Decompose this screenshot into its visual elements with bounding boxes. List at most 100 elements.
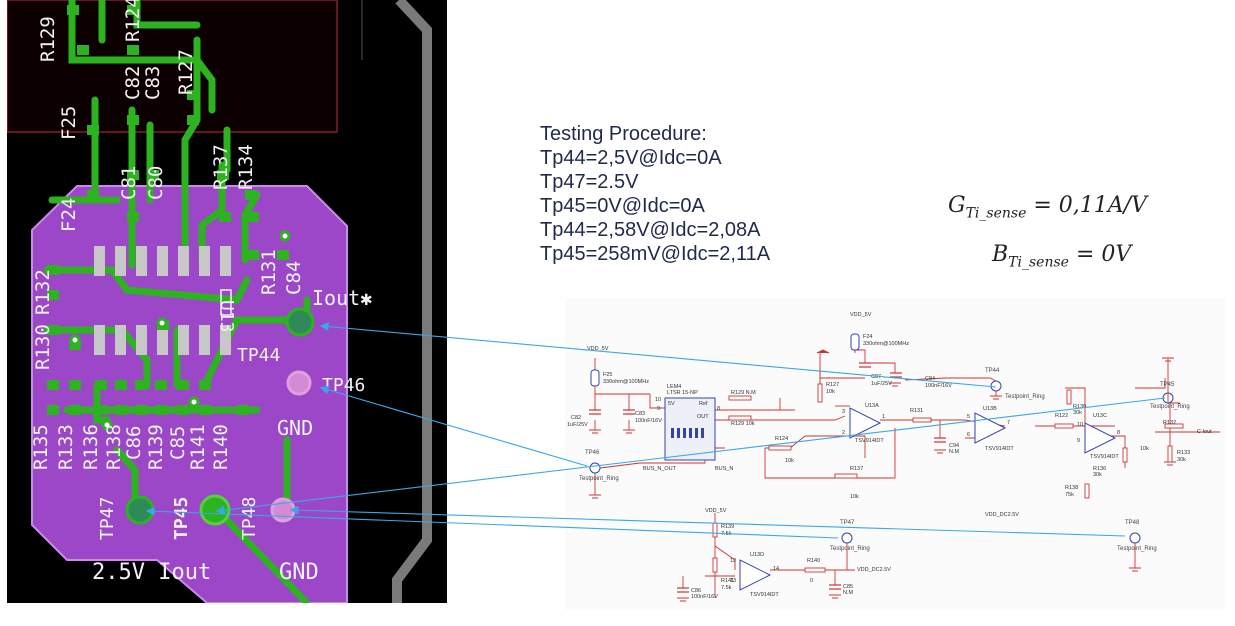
label-tp48: TP48 xyxy=(239,496,260,540)
opamp-u13b xyxy=(974,412,1007,444)
gain-symbol: G xyxy=(948,193,966,218)
label-r132: R132 xyxy=(32,269,54,315)
sch-c86: C86 xyxy=(691,588,702,594)
label-tp46: TP46 xyxy=(322,375,366,396)
label-c86: C86 xyxy=(123,425,145,460)
sch-tp46-ring xyxy=(589,462,601,474)
label-r136: R136 xyxy=(80,424,102,470)
label-tp45: TP45 xyxy=(171,496,192,540)
sch-f25: F25 xyxy=(603,372,613,378)
label-tp44: TP44 xyxy=(237,345,281,366)
sch-u13a: U13A xyxy=(865,403,879,409)
ic-u13-pads xyxy=(94,246,231,355)
sch-c84: C84 xyxy=(925,376,936,382)
sch-pin: 12 xyxy=(730,558,737,564)
sch-pin: 8 xyxy=(1117,430,1121,436)
sch-tp45-ring-label: Testpoint_Ring xyxy=(1150,404,1190,410)
sch-vdd-dc2-5v: VDD_DC2.5V xyxy=(985,512,1019,518)
sch-tp44-ring xyxy=(990,380,1002,392)
sch-pin: 6 xyxy=(967,432,971,438)
sch-bus-n-out: BUS_N_OUT xyxy=(643,466,677,472)
sch-tp47-ring-label: Testpoint_Ring xyxy=(830,546,870,552)
label-r124: R124 xyxy=(122,0,144,42)
sch-pin: 13 xyxy=(730,578,737,584)
label-c84: C84 xyxy=(283,260,305,295)
sch-r139-val: 7.5k xyxy=(721,531,732,537)
sch-r132-val: 10k xyxy=(1140,446,1149,452)
sch-r133-val: 30k xyxy=(1177,457,1186,463)
sch-r127: R127 xyxy=(826,382,840,388)
sch-lem-5v: 5V xyxy=(668,401,675,407)
testing-procedure: Testing Procedure: Tp44=2,5V@Idc=0A Tp47… xyxy=(540,122,770,266)
sch-r124: R124 xyxy=(775,436,789,442)
label-bottom-gnd: GND xyxy=(279,560,319,585)
label-iout-star: Iout✱ xyxy=(312,286,373,310)
opamp-u13a xyxy=(849,407,882,439)
sch-u13c-part: TSV914IDT xyxy=(1090,454,1119,460)
gain-subscript: Ti_sense xyxy=(965,205,1027,222)
sch-tp48-ring xyxy=(1129,532,1141,544)
sch-c83: C83 xyxy=(635,411,646,417)
sch-c94-val: N.M xyxy=(949,449,960,455)
sch-pin: 3 xyxy=(842,409,846,415)
sch-r136-val: 30k xyxy=(1093,472,1102,478)
label-u13: U13 xyxy=(216,300,237,333)
sch-c82-val: 1uF/25V xyxy=(567,422,588,428)
offset-equation: BTi_sense = 0V xyxy=(992,242,1131,270)
sch-vdd5v-a: VDD_5V xyxy=(587,346,609,352)
sch-pin: 10 xyxy=(1077,422,1084,428)
procedure-line: Tp45=0V@Idc=0A xyxy=(540,195,705,217)
sch-vdd5v-b: VDD_5V xyxy=(850,312,872,318)
label-gnd: GND xyxy=(277,416,314,440)
procedure-line: Tp44=2,5V@Idc=0A xyxy=(540,147,722,169)
sch-r138: R138 xyxy=(1065,485,1079,491)
sch-r141: R141 xyxy=(721,578,735,584)
label-r141: R141 xyxy=(187,424,209,470)
sch-r139: R139 xyxy=(721,524,735,530)
procedure-title: Testing Procedure: xyxy=(540,123,707,145)
sch-f25-val: 330ohm@100MHz xyxy=(603,379,649,385)
offset-rhs: = 0V xyxy=(1075,242,1132,267)
tp47-pad xyxy=(125,495,155,525)
capacitors xyxy=(589,362,946,593)
sch-pin: 14 xyxy=(773,566,780,572)
label-tp47: TP47 xyxy=(97,496,118,540)
label-c83: C83 xyxy=(142,65,164,100)
sch-tp45-label: TP45 xyxy=(1160,382,1175,388)
sch-c-iout: C Iout xyxy=(1197,429,1212,435)
schematic-wires xyxy=(594,349,1220,598)
board-edge xyxy=(392,0,432,603)
sch-lem-ref: Ref xyxy=(699,401,708,407)
label-r135: R135 xyxy=(30,424,52,470)
sch-u13c: U13C xyxy=(1093,413,1108,419)
sch-tp48-ring-label: Testpoint_Ring xyxy=(1117,546,1157,552)
sch-vdd-dc2-5v-b: VDD_DC2.5V xyxy=(857,567,891,573)
label-r130: R130 xyxy=(32,324,54,370)
tp48-pad xyxy=(270,497,296,523)
label-r131: R131 xyxy=(258,249,280,295)
procedure-line: Tp47=2.5V xyxy=(540,171,639,193)
sch-r127-val: 10k xyxy=(826,389,835,395)
sch-r129b: R129 10k xyxy=(731,421,755,427)
label-r133: R133 xyxy=(55,424,77,470)
gain-equation: GTi_sense = 0,11A/V xyxy=(948,193,1147,221)
gain-rhs: = 0,11A/V xyxy=(1033,193,1147,218)
label-c82: C82 xyxy=(122,65,144,100)
sch-r133: R133 xyxy=(1177,450,1191,456)
sch-tp46-label: TP46 xyxy=(585,450,600,456)
label-r129: R129 xyxy=(37,16,59,62)
sch-bus-n: BUS_N xyxy=(715,466,734,472)
sch-r129: R129 N.M xyxy=(731,390,756,396)
label-c80: C80 xyxy=(145,165,167,200)
sch-c87: C87 xyxy=(871,374,882,380)
sch-r132: R132 xyxy=(1163,420,1177,426)
label-r139: R139 xyxy=(145,424,167,470)
sch-tp47-label: TP47 xyxy=(840,520,855,526)
sch-lem-part: LTSR 15-NP xyxy=(667,390,698,396)
sch-r138-val: 75k xyxy=(1065,492,1074,498)
sch-pin: 10 xyxy=(655,397,662,403)
op-amps xyxy=(739,407,1117,591)
sch-pin: 2 xyxy=(842,430,846,436)
sch-u13a-part: TSV914IDT xyxy=(855,438,884,444)
sch-pin: 5 xyxy=(967,414,971,420)
